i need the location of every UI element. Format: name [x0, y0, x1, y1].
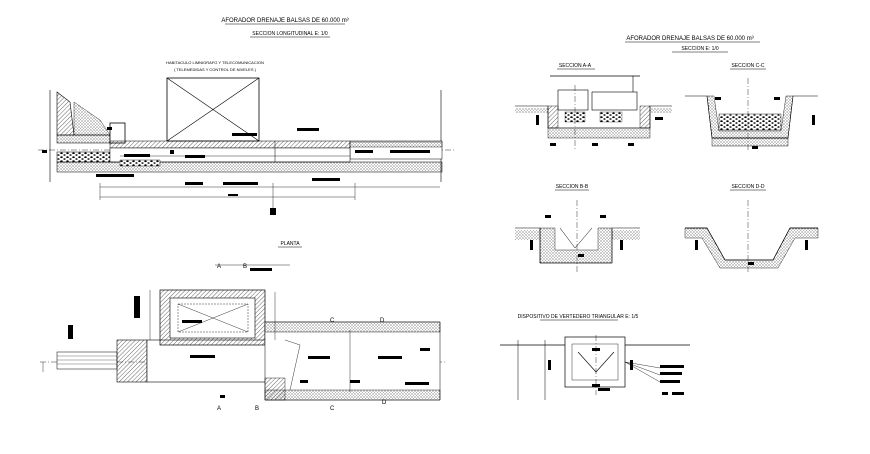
section-dd: [684, 200, 819, 272]
cut-label-b-bottom: B: [255, 406, 259, 412]
left-title: AFORADOR DRENAJE BALSAS DE 60.000 m³: [221, 18, 348, 24]
section-dd-label: SECCION D-D: [731, 184, 764, 190]
channel-slab: [109, 140, 351, 149]
riprap-layer: [56, 151, 118, 163]
left-embankment: [56, 91, 75, 136]
hut-label-line-1: HABITACULO LIMNIGRAFO Y TELECOMUNICACION: [166, 60, 264, 65]
section-cc-label: SECCION C-C: [731, 63, 764, 69]
section-bb: [515, 200, 640, 272]
cut-label-a-top: A: [217, 264, 221, 270]
left-subtitle: SECCION LONGITUDINAL E: 1/0: [252, 31, 328, 37]
hut-label-line-2: ( TELEMEDIDAS Y CONTROL DE NIVELES ): [174, 67, 257, 72]
section-bb-label: SECCION B-B: [556, 184, 589, 190]
longitudinal-section: AFORADOR DRENAJE BALSAS DE 60.000 m³ SEC…: [38, 18, 455, 215]
cut-markers: A B C D A B C D: [217, 264, 387, 412]
plan-channel: [146, 339, 268, 383]
cut-label-c-bottom: C: [330, 406, 335, 412]
cut-label-b-top: B: [243, 264, 247, 270]
inlet-pipe: [56, 351, 118, 370]
cut-label-d-bottom: D: [382, 400, 387, 406]
cut-label-a-bottom: A: [217, 406, 221, 412]
triangular-weir: [500, 335, 690, 400]
cross-sections: AFORADOR DRENAJE BALSAS DE 60.000 m³ SEC…: [500, 36, 819, 400]
gravel-bed: [56, 161, 443, 173]
inlet-wall: [109, 122, 126, 144]
section-aa: [515, 75, 672, 150]
plan-view: PLANTA: [40, 241, 445, 401]
cut-label-c-top: C: [330, 318, 335, 324]
right-subtitle: SECCION E: 1/0: [681, 46, 718, 52]
plan-label: PLANTA: [280, 241, 300, 247]
right-title: AFORADOR DRENAJE BALSAS DE 60.000 m³: [626, 36, 753, 42]
section-cc: [685, 78, 818, 152]
cut-label-d-top: D: [380, 318, 385, 324]
weir-title: DISPOSITIVO DE VERTEDERO TRIANGULAR E: 1…: [518, 314, 639, 320]
section-aa-label: SECCION A-A: [559, 63, 592, 69]
